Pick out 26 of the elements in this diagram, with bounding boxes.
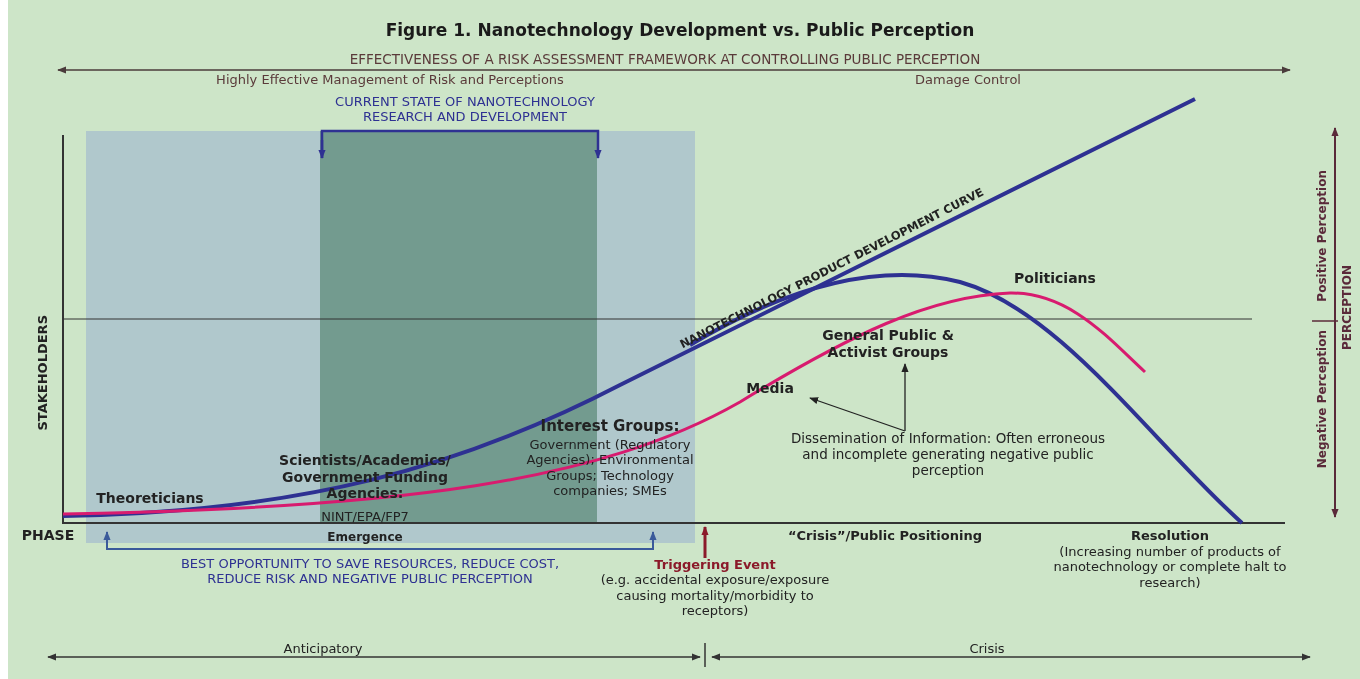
direction-arrow	[701, 526, 709, 558]
axis-label: PERCEPTION	[1340, 265, 1355, 350]
axis-label: Negative Perception	[1315, 330, 1330, 469]
leader-arrow	[901, 363, 909, 432]
event-label: Triggering Event	[653, 557, 777, 573]
curve-label: Politicians	[1013, 270, 1097, 287]
dimension-label: Crisis	[968, 641, 1006, 657]
axis-label: STAKEHOLDERS	[35, 315, 51, 431]
axis-label: PHASE	[20, 527, 76, 544]
leader-arrow	[809, 397, 906, 432]
phase-label: Emergence	[326, 530, 404, 545]
group-description: NINT/EPA/FP7	[320, 509, 410, 525]
scale-label: Highly Effective Management of Risk and Perceptions	[215, 72, 565, 88]
curve-label: Theoreticians	[95, 490, 205, 507]
scale-label: Damage Control	[914, 72, 1022, 88]
phase-label: Resolution	[1129, 528, 1211, 544]
bracket-label: CURRENT STATE OF NANOTECHNOLOGY RESEARCH AND DEVELOPMENT	[334, 94, 596, 125]
title: Figure 1. Nanotechnology Development vs. Public Perception	[384, 20, 976, 41]
group-heading: Interest Groups:	[539, 418, 681, 436]
phase-label: “Crisis”/Public Positioning	[787, 528, 983, 544]
node-label: Dissemination of Information: Often erroneous and incomplete generating negative public perception	[789, 431, 1107, 479]
dimension-label: Anticipatory	[282, 641, 364, 657]
event-description: (e.g. accidental exposure/exposure causing mortality/morbidity to receptors)	[599, 572, 831, 619]
bracket-label: BEST OPPORTUNITY TO SAVE RESOURCES, REDUCE COST, REDUCE RISK AND NEGATIVE PUBLIC PERCEPTION	[179, 556, 561, 587]
axis-label: Positive Perception	[1315, 170, 1330, 302]
phase-description: (Increasing number of products of nanotechnology or complete halt to research)	[1052, 544, 1288, 590]
